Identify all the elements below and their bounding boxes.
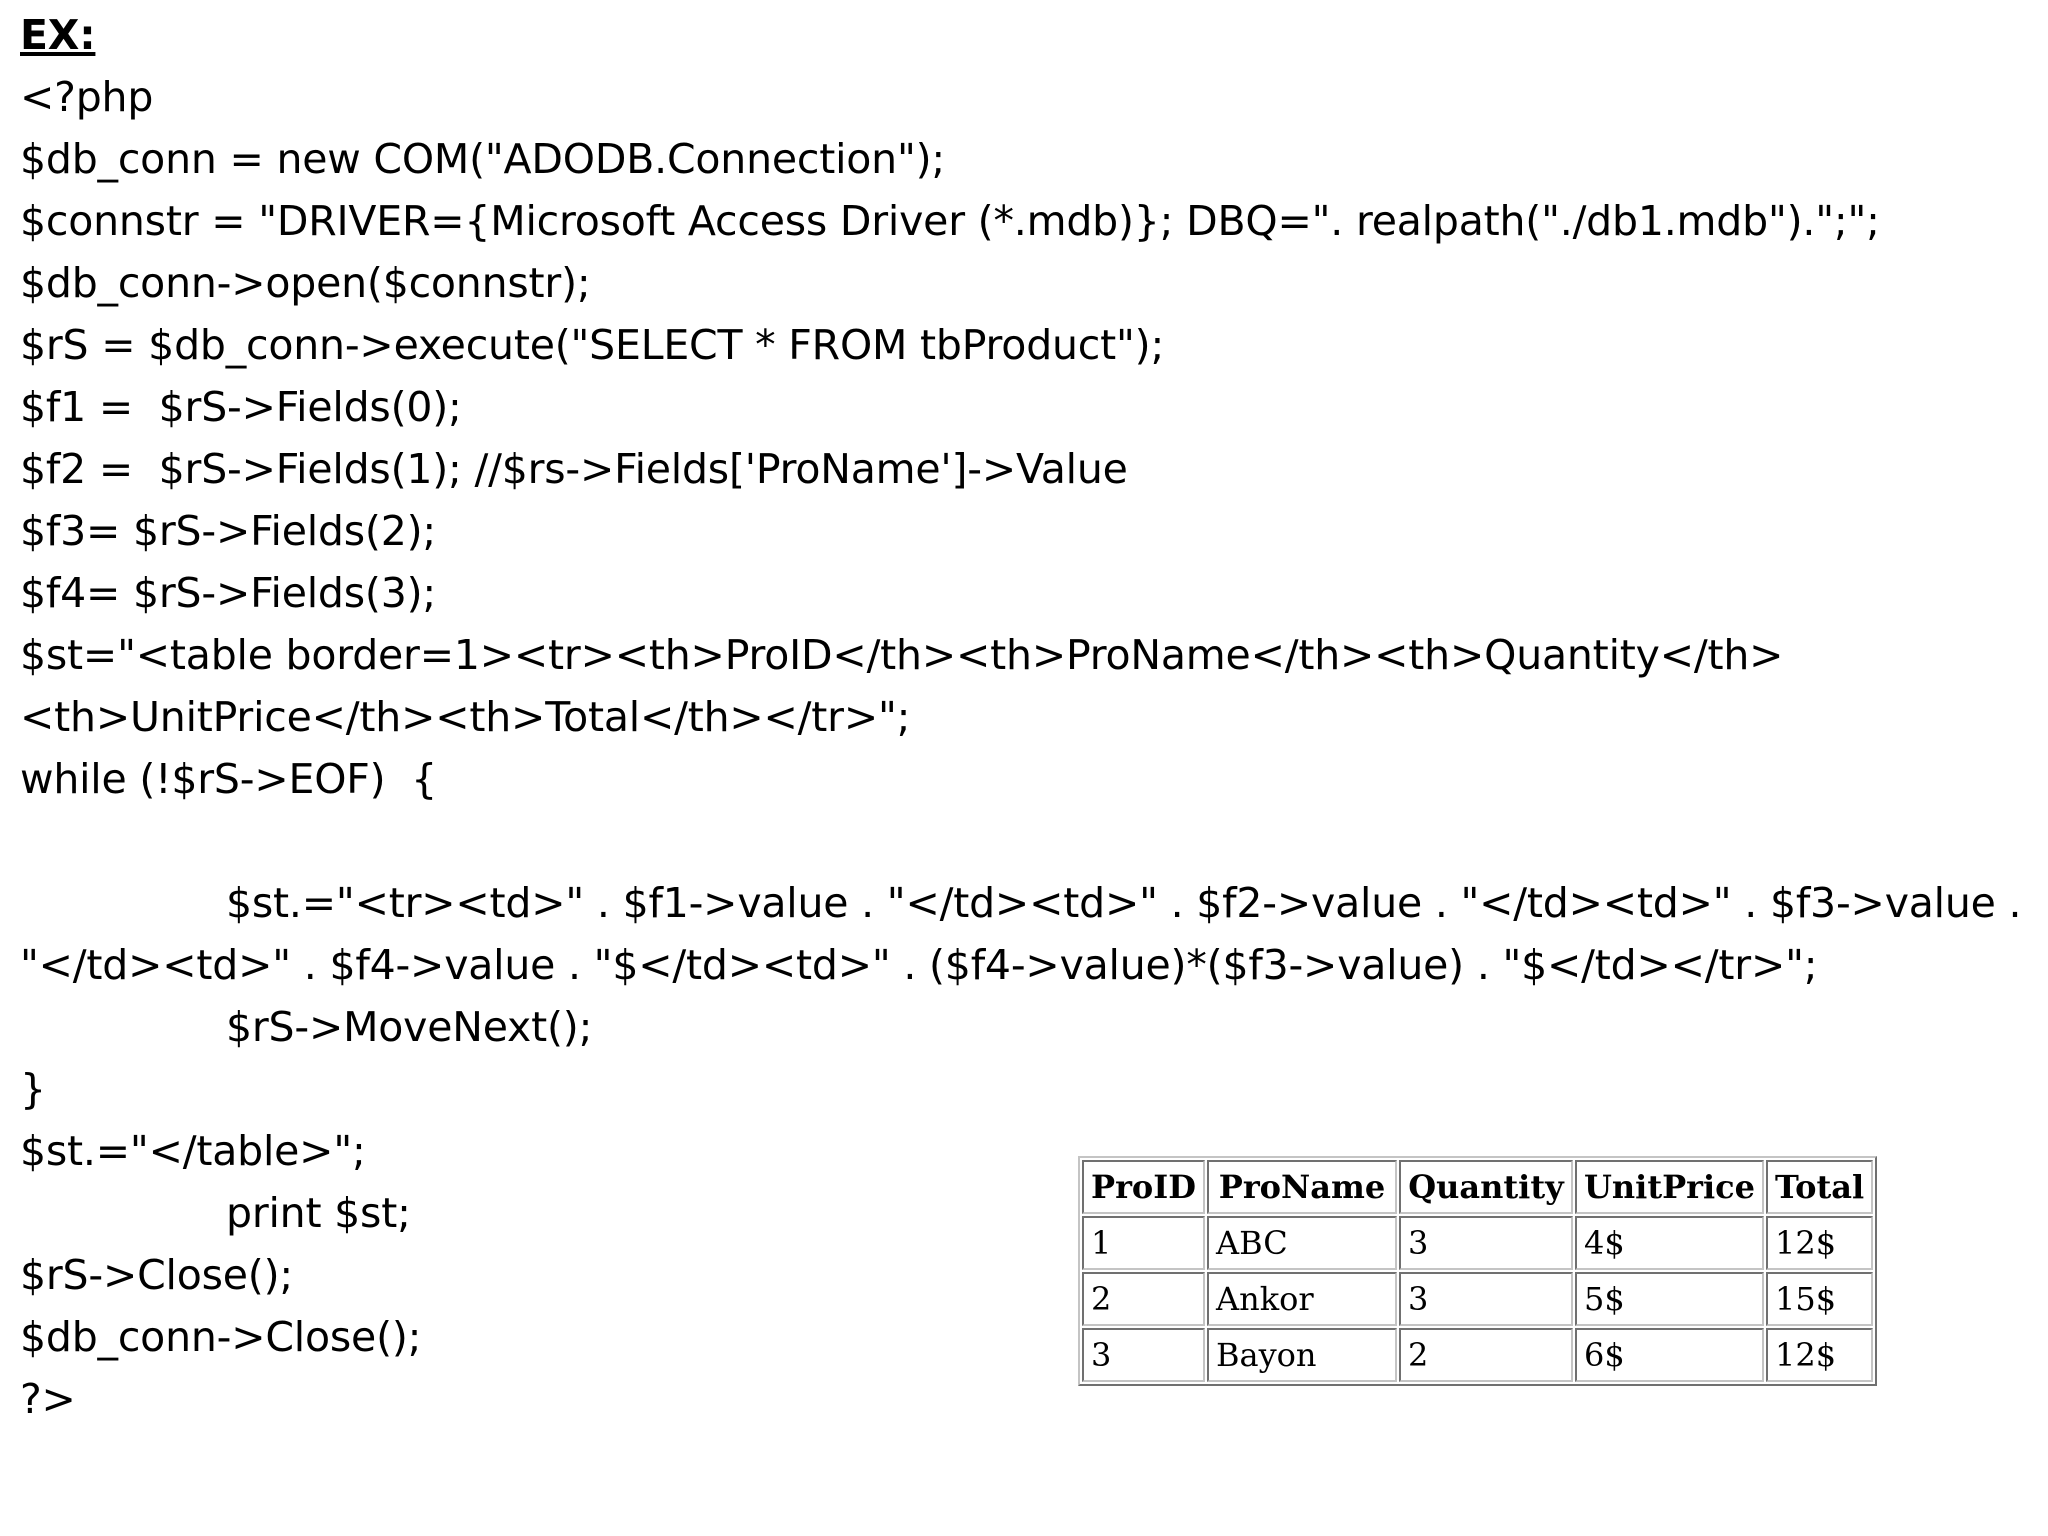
code-line: $db_conn->Close(); [20,1313,422,1361]
code-line: $db_conn->open($connstr); [20,259,591,307]
code-line: $st.="</table>"; [20,1127,366,1175]
table-cell: 2 [1398,1328,1573,1382]
table-cell: Bayon [1206,1328,1397,1382]
column-header-total: Total [1766,1160,1874,1214]
code-line: print $st; [226,1189,411,1237]
column-header-proid: ProID [1082,1160,1205,1214]
table-cell: 12$ [1766,1216,1874,1270]
code-line: <?php [20,73,154,121]
code-line: $f4= $rS->Fields(3); [20,569,436,617]
column-header-proname: ProName [1206,1160,1397,1214]
table-cell: 12$ [1766,1328,1874,1382]
code-line: $st.="<tr><td>" . $f1->value . "</td><td… [20,879,2035,989]
code-listing: EX: <?php $db_conn = new COM("ADODB.Conne… [20,4,2036,1430]
table-cell: Ankor [1206,1272,1397,1326]
code-line: while (!$rS->EOF) { [20,755,438,803]
table-cell: 4$ [1574,1216,1765,1270]
code-line: $f2 = $rS->Fields(1); //$rs->Fields['Pro… [20,445,1128,493]
slide-heading: EX: [20,11,96,59]
table-cell: 6$ [1574,1328,1765,1382]
code-line: } [20,1065,46,1113]
code-line: $f1 = $rS->Fields(0); [20,383,462,431]
column-header-unitprice: UnitPrice [1574,1160,1765,1214]
code-lines-container: <?php $db_conn = new COM("ADODB.Connectio… [20,66,2036,1430]
table-cell: ABC [1206,1216,1397,1270]
table-cell: 1 [1082,1216,1205,1270]
code-line: $st="<table border=1><tr><th>ProID</th><… [20,631,1784,741]
code-line: ?> [20,1375,76,1423]
table-cell: 5$ [1574,1272,1765,1326]
column-header-quantity: Quantity [1398,1160,1573,1214]
table-cell: 3 [1398,1272,1573,1326]
code-line: $rS->MoveNext(); [226,1003,593,1051]
code-line: $f3= $rS->Fields(2); [20,507,436,555]
table-cell: 15$ [1766,1272,1874,1326]
code-line: $rS = $db_conn->execute("SELECT * FROM t… [20,321,1165,369]
code-line: $db_conn = new COM("ADODB.Connection"); [20,135,946,183]
code-line: $connstr = "DRIVER={Microsoft Access Dri… [20,197,1880,245]
table-cell: 2 [1082,1272,1205,1326]
code-line: $rS->Close(); [20,1251,294,1299]
table-cell: 3 [1082,1328,1205,1382]
table-cell: 3 [1398,1216,1573,1270]
code-line [20,810,2036,872]
